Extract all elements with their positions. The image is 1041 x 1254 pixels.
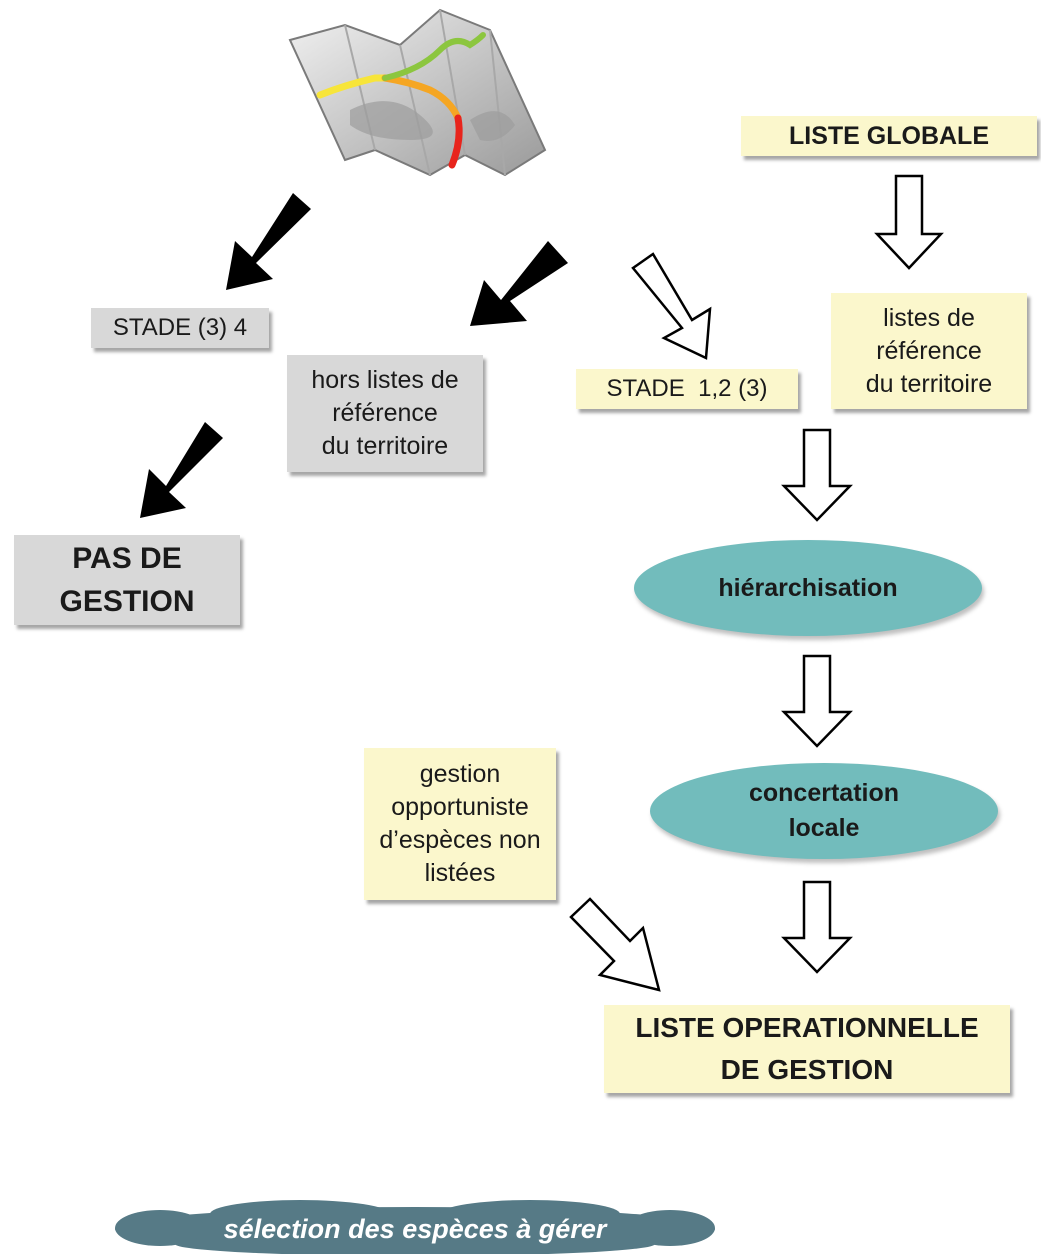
pas-de-gestion-box: PAS DE GESTION — [14, 535, 240, 625]
hierarchisation-label: hiérarchisation — [718, 573, 898, 602]
listes-reference-line-3: du territoire — [865, 369, 993, 398]
stade-123-label: STADE 1,2 (3) — [606, 375, 768, 403]
stade-34-label: STADE (3) 4 — [112, 314, 248, 342]
liste-globale-box: LISTE GLOBALE — [741, 116, 1037, 156]
hors-listes-box: hors listes de référence du territoire — [287, 355, 483, 472]
white-arrow-opportuniste-to-operationnelle — [569, 897, 661, 992]
hors-listes-line-2: référence — [332, 399, 438, 427]
gestion-opportuniste-box: gestion opportuniste d’espèces non listé… — [364, 748, 556, 900]
footer-caption: sélection des espèces à gérer — [223, 1213, 607, 1244]
black-arrow-to-pas-de-gestion — [140, 422, 223, 518]
gestion-opportuniste-line-3: d’espèces non — [379, 826, 541, 854]
hierarchisation-ellipse: hiérarchisation — [634, 540, 982, 636]
listes-reference-line-2: référence — [876, 336, 982, 365]
concertation-line-2: locale — [788, 814, 860, 842]
black-arrow-map-to-stade34 — [226, 193, 311, 290]
black-arrow-map-to-hors-listes — [470, 241, 568, 326]
map-icon — [288, 8, 547, 177]
pas-de-gestion-line-2: GESTION — [59, 585, 195, 618]
listes-reference-line-1: listes de — [883, 303, 975, 332]
footer-cloud — [115, 1200, 715, 1254]
concertation-ellipse: concertation locale — [650, 763, 998, 859]
pas-de-gestion-line-1: PAS DE — [72, 541, 182, 575]
hors-listes-line-1: hors listes de — [311, 366, 459, 394]
liste-operationnelle-line-2: DE GESTION — [720, 1054, 894, 1085]
hors-listes-line-3: du territoire — [321, 432, 449, 460]
concertation-line-1: concertation — [748, 779, 900, 807]
stade-123-box: STADE 1,2 (3) — [576, 369, 798, 409]
stade-34-box: STADE (3) 4 — [91, 308, 269, 348]
listes-reference-box: listes de référence du territoire — [831, 293, 1027, 409]
white-arrow-to-concertation — [781, 654, 853, 748]
liste-globale-label: LISTE GLOBALE — [789, 121, 989, 150]
liste-operationnelle-line-1: LISTE OPERATIONNELLE — [635, 1012, 979, 1043]
white-arrow-to-hierarchisation — [781, 428, 853, 522]
liste-operationnelle-box: LISTE OPERATIONNELLE DE GESTION — [604, 1005, 1010, 1093]
white-arrow-concertation-to-operationnelle — [781, 880, 853, 974]
white-arrow-to-stade123 — [631, 252, 712, 360]
gestion-opportuniste-line-1: gestion — [419, 760, 501, 788]
gestion-opportuniste-line-4: listées — [424, 859, 496, 887]
gestion-opportuniste-line-2: opportuniste — [391, 793, 529, 821]
white-arrow-globale-to-reference — [874, 174, 944, 270]
